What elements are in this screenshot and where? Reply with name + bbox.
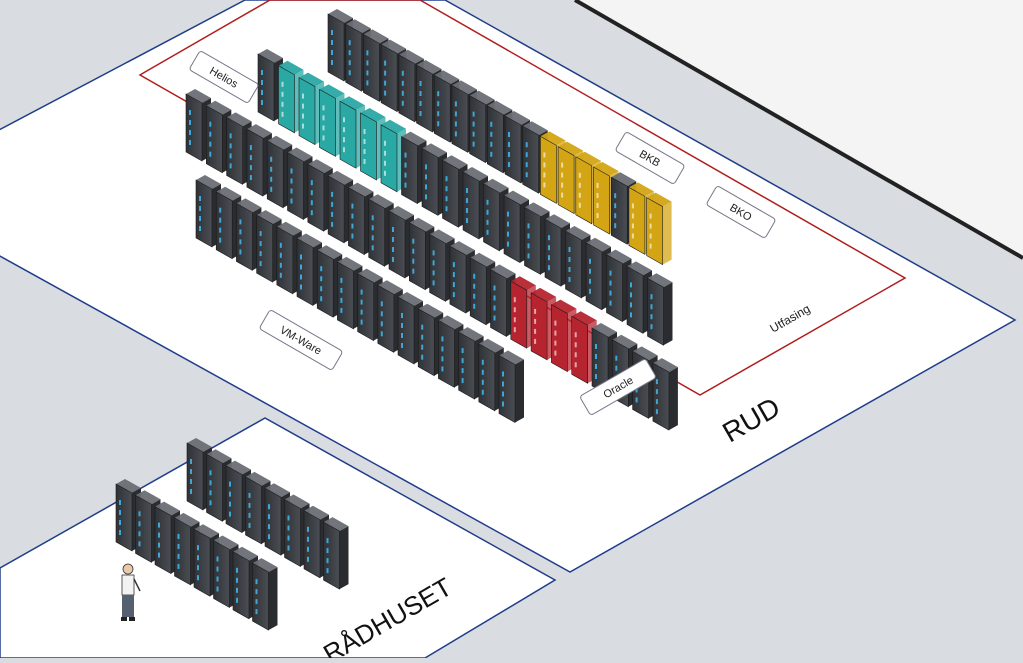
rack-row-top (327, 9, 672, 266)
server-rack (252, 558, 278, 631)
bko-tag: BKO (706, 186, 776, 238)
rack-row-fourth (195, 175, 524, 424)
rack-row-radhuset-back (186, 438, 349, 590)
bkb-tag: BKB (615, 132, 685, 184)
rack-rows (115, 9, 678, 631)
server-rack (226, 112, 252, 185)
utfasing-boundary (138, 0, 907, 396)
building-wall (574, 0, 1023, 260)
person-figure (121, 563, 141, 621)
rack-row-third (185, 89, 678, 431)
server-rack (498, 350, 524, 424)
server-rack (646, 192, 672, 266)
server-rack (647, 273, 673, 346)
server-rack (652, 358, 678, 431)
rack-row-second (257, 49, 673, 346)
server-rack (323, 517, 349, 590)
server-rack (478, 338, 504, 412)
rack-row-radhuset-front (115, 479, 278, 631)
